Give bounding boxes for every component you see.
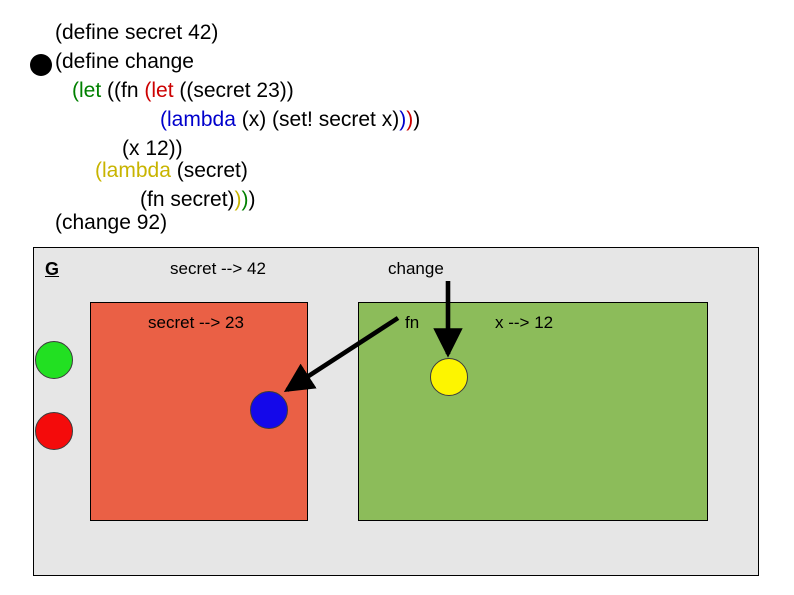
code-line-3: (let ((fn (let ((secret 23)) [72, 80, 294, 101]
scheme-code-listing: (define secret 42) (define change (let ((f… [0, 0, 794, 238]
code-token-5-1: (x 12)) [122, 137, 183, 160]
code-line-1: (define secret 42) [55, 22, 218, 43]
code-token-3-3: (let [144, 79, 174, 102]
filled-circle-marker-icon [30, 54, 52, 76]
code-line-4: (lambda (x) (set! secret x)))) [160, 109, 420, 130]
binding-change-global: change [388, 259, 444, 278]
code-token-7-4: ) [248, 188, 256, 211]
code-line-7: (fn secret)))) [140, 189, 256, 210]
binding-fn: fn [405, 313, 420, 332]
code-token-1-1: (define secret 42) [55, 21, 219, 44]
binding-secret-inner: secret --> 23 [148, 313, 244, 332]
code-token-4-5: ) [413, 108, 421, 131]
code-token-6-2: (secret) [170, 159, 248, 182]
code-line-5: (x 12)) [122, 138, 183, 159]
code-token-6-1: (lambda [95, 159, 171, 182]
code-token-4-3: ) [399, 108, 407, 131]
change-application-frame [358, 302, 708, 521]
code-token-4-4: ) [406, 108, 414, 131]
code-token-3-1: (let [72, 79, 102, 102]
code-line-2: (define change [55, 51, 194, 72]
yellow-closure-dot [430, 358, 468, 396]
code-token-2-1: (define change [55, 50, 194, 73]
code-token-7-3: ) [241, 188, 249, 211]
code-token-3-4: ((secret 23)) [173, 79, 294, 102]
code-token-7-2: ) [234, 188, 242, 211]
binding-x: x --> 12 [495, 313, 554, 332]
code-token-8-1: (change 92) [55, 211, 168, 234]
code-token-4-1: (lambda [160, 108, 236, 131]
global-frame-label: G [45, 259, 60, 279]
code-token-4-2: (x) (set! secret x) [235, 108, 400, 131]
green-value-dot [35, 341, 73, 379]
code-line-8: (change 92) [55, 212, 167, 233]
binding-secret-global: secret --> 42 [170, 259, 266, 278]
code-line-6: (lambda (secret) [95, 160, 248, 181]
blue-closure-dot [250, 391, 288, 429]
code-token-3-2: ((fn [101, 79, 145, 102]
code-token-7-1: (fn secret) [140, 188, 235, 211]
red-value-dot [35, 412, 73, 450]
